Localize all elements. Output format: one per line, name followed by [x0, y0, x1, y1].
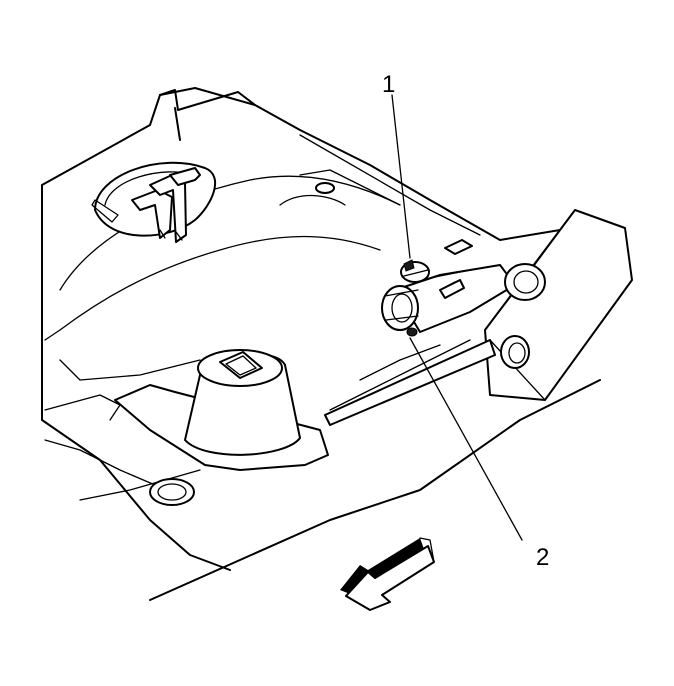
- callout-1-leader: [391, 94, 411, 259]
- tank-drain-hole: [149, 478, 195, 506]
- heat-shield-strip: [324, 339, 496, 426]
- callout-2-leader: [409, 337, 523, 541]
- hose-clamp-upper: [400, 259, 430, 283]
- frame-rail: [484, 209, 633, 401]
- front-direction-arrow-icon: [340, 537, 435, 611]
- hose-clamp-lower: [381, 285, 419, 337]
- tank-mount-boss: [114, 349, 329, 471]
- callout-2-label: 2: [536, 544, 549, 571]
- fuel-pump-module: [91, 161, 217, 243]
- callout-1-label: 1: [382, 71, 395, 98]
- tank-slot: [444, 239, 473, 255]
- vent-port: [315, 182, 335, 194]
- filler-neck-end: [504, 263, 546, 301]
- filler-neck-hose: [394, 263, 546, 333]
